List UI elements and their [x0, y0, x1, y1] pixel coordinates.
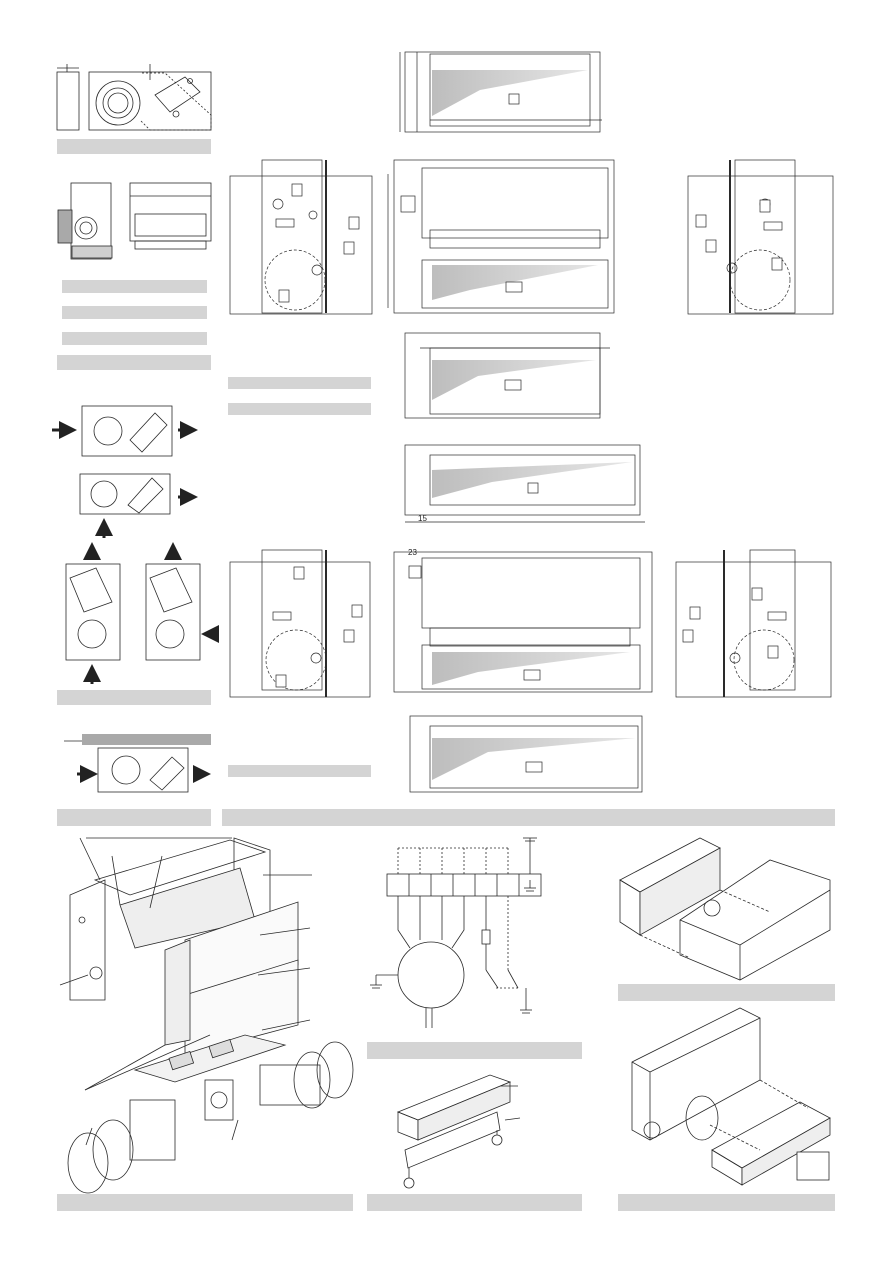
earth-ground-icon [403, 1177, 415, 1189]
caption-bar-5 [57, 355, 211, 370]
caption-bar-13 [618, 984, 835, 1001]
motor-icon [397, 941, 465, 1009]
earth-ground-icon [523, 837, 537, 842]
fuse-icon [481, 929, 491, 945]
earth-ground-icon [524, 880, 536, 892]
switch-icon [485, 969, 520, 989]
filter-icon [432, 738, 636, 780]
earth-ground-icon [370, 975, 382, 989]
motor-icon [204, 1079, 234, 1121]
caption-bar-1 [57, 139, 211, 154]
caption-bar-2 [62, 280, 207, 293]
caption-bar-8 [57, 690, 211, 705]
exploded-view [59, 837, 354, 1194]
fan-scroll-icon [67, 1041, 354, 1194]
filter-icon [432, 70, 588, 116]
caption-bar-16 [618, 1194, 835, 1211]
dimension-drawings-lower [229, 444, 832, 793]
caption-bar-6 [228, 377, 371, 389]
filter-icon [432, 360, 596, 400]
compact-unit-views [57, 182, 212, 260]
caption-bar-3 [62, 306, 207, 319]
unit-side-front-view [56, 64, 212, 131]
caption-bar-12 [367, 1042, 582, 1059]
caption-bar-15 [367, 1194, 582, 1211]
caption-bar-10 [57, 809, 211, 826]
earth-ground-icon [520, 1009, 532, 1014]
dimension-label-15: 15 [418, 514, 427, 523]
wiring-diagram [370, 837, 542, 1028]
ceiling-mount-example [64, 734, 211, 793]
caption-bar-7 [228, 403, 371, 415]
caption-bars [57, 139, 835, 1211]
return-plenum-assembly [619, 837, 831, 981]
airflow-configurations [52, 405, 219, 684]
dimension-drawings-upper [229, 51, 834, 419]
caption-bar-11 [222, 809, 835, 826]
supply-plenum-assembly [631, 1007, 831, 1186]
caption-bar-14 [57, 1194, 353, 1211]
caption-bar-4 [62, 332, 207, 345]
caption-bar-9 [228, 765, 371, 777]
filter-icon [432, 462, 632, 498]
filter-assembly [396, 1074, 521, 1189]
filter-icon [432, 265, 598, 300]
earth-ground-icon [491, 1134, 503, 1146]
filter-icon [432, 652, 630, 685]
dimension-label-23: 23 [408, 548, 417, 557]
